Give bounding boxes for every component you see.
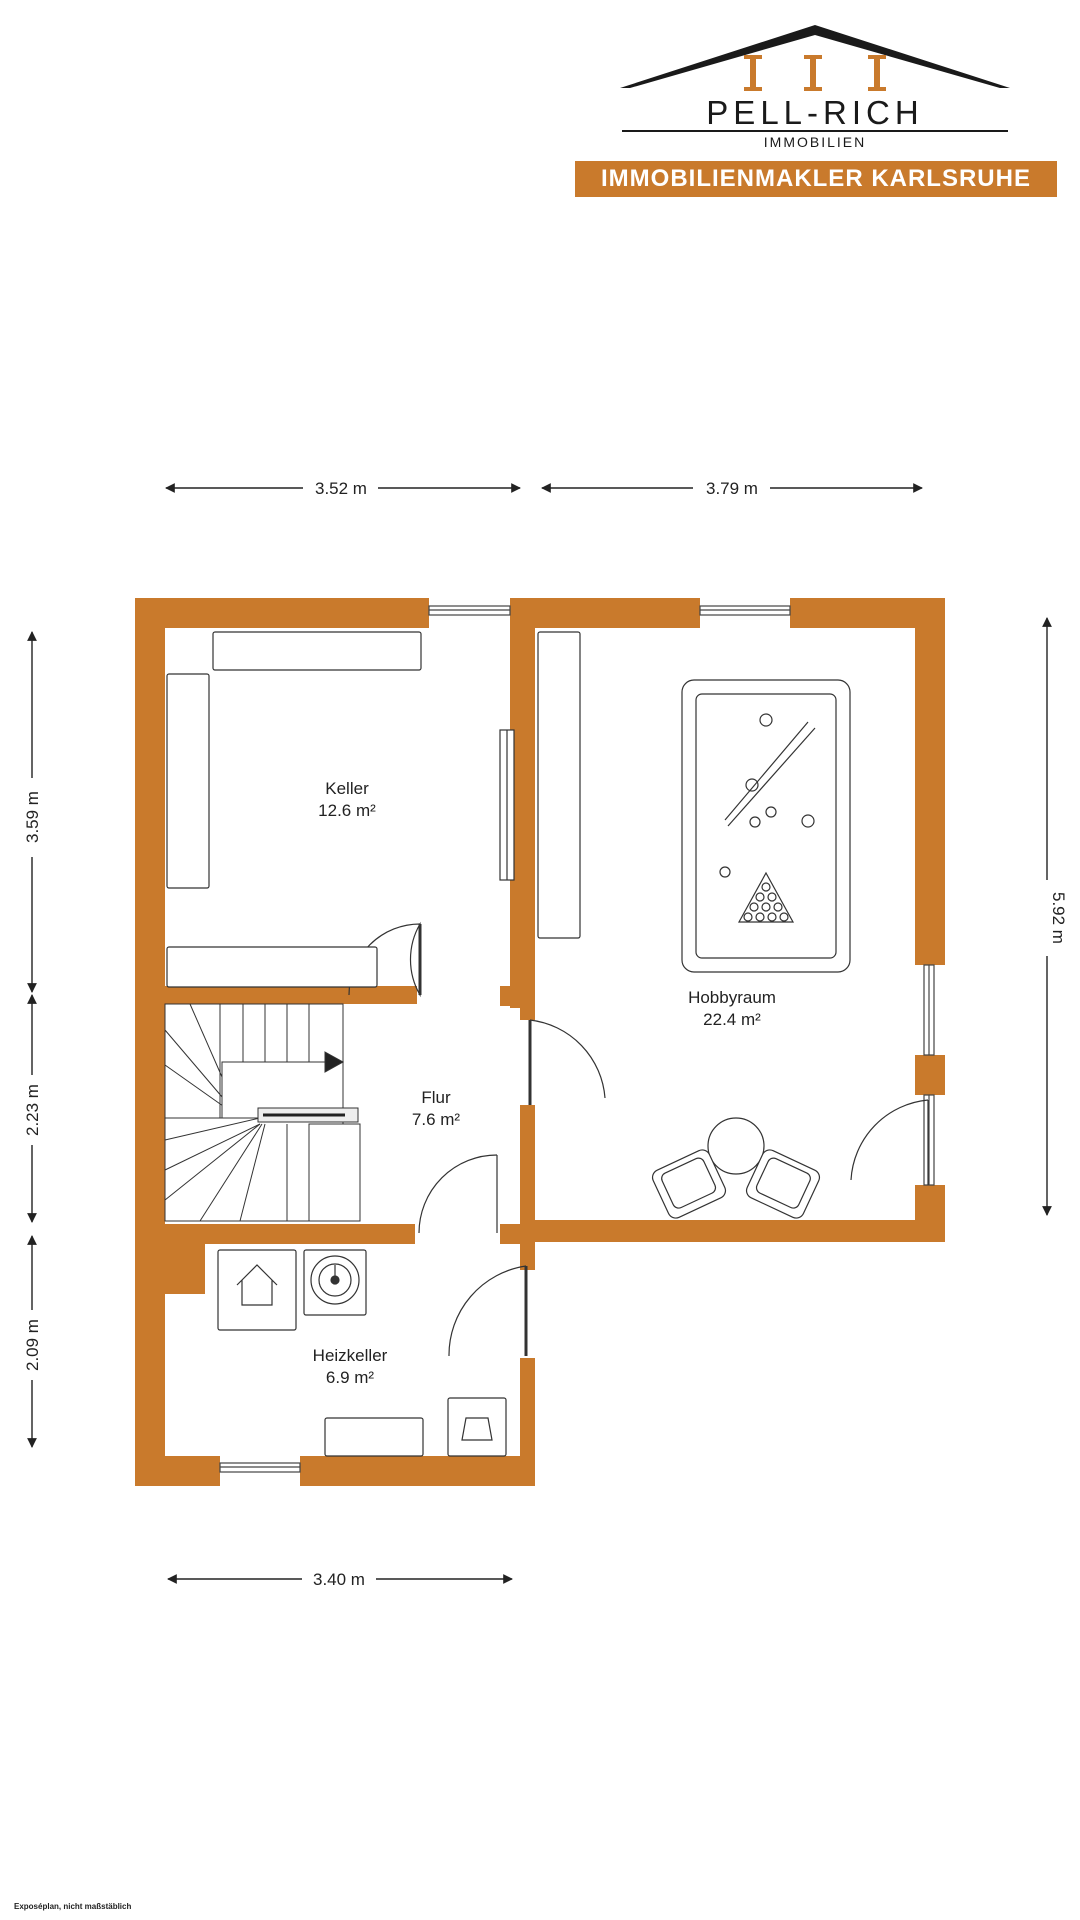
dimension-lines	[27, 483, 1052, 1584]
dim-right: 5.92 m	[1049, 892, 1068, 944]
heizkeller-equipment	[217, 1249, 507, 1457]
room-name-flur: Flur	[421, 1088, 451, 1107]
dim-left-upper: 3.59 m	[23, 791, 42, 843]
logo-name: PELL-RICH	[706, 94, 923, 131]
dim-top-left: 3.52 m	[315, 479, 367, 498]
dim-top-right: 3.79 m	[706, 479, 758, 498]
logo-sub: IMMOBILIEN	[764, 134, 866, 150]
room-name-heizkeller: Heizkeller	[313, 1346, 388, 1365]
staircase	[164, 1003, 361, 1222]
room-name-keller: Keller	[325, 779, 369, 798]
room-area-keller: 12.6 m²	[318, 801, 376, 820]
windows	[219, 605, 935, 1473]
room-area-hobbyraum: 22.4 m²	[703, 1010, 761, 1029]
room-area-flur: 7.6 m²	[412, 1110, 461, 1129]
billiard-table	[681, 679, 851, 973]
doors	[348, 921, 929, 1357]
room-name-hobbyraum: Hobbyraum	[688, 988, 776, 1007]
walls	[135, 598, 945, 1486]
tagline-banner: IMMOBILIENMAKLER KARLSRUHE	[575, 161, 1057, 197]
dim-left-middle: 2.23 m	[23, 1084, 42, 1136]
dim-bottom: 3.40 m	[313, 1570, 365, 1589]
company-logo: PELL-RICH IMMOBILIEN	[620, 25, 1010, 150]
keller-shelves	[166, 631, 581, 988]
footer-note: Exposéplan, nicht maßstäblich	[14, 1902, 132, 1911]
table-and-chairs	[651, 1117, 821, 1219]
tagline-text: IMMOBILIENMAKLER KARLSRUHE	[601, 165, 1031, 192]
dim-left-lower: 2.09 m	[23, 1319, 42, 1371]
room-area-heizkeller: 6.9 m²	[326, 1368, 375, 1387]
